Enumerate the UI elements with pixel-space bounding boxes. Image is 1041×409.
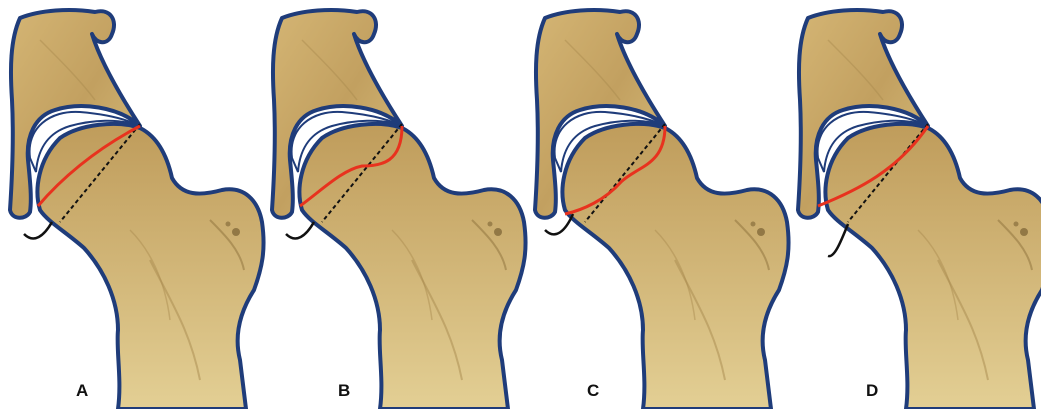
capsule-curve-b [286,222,314,238]
panel-label-c: C [587,381,599,400]
capsule-curve-d [828,224,848,256]
capsule-curve-a [24,222,52,238]
panel-label-d: D [866,381,878,400]
panel-d: D [798,10,1041,409]
panel-c: C [535,10,789,409]
panel-label-a: A [76,381,88,400]
panel-b: B [272,10,526,409]
panel-label-b: B [338,381,350,400]
panel-a: A [10,10,264,409]
